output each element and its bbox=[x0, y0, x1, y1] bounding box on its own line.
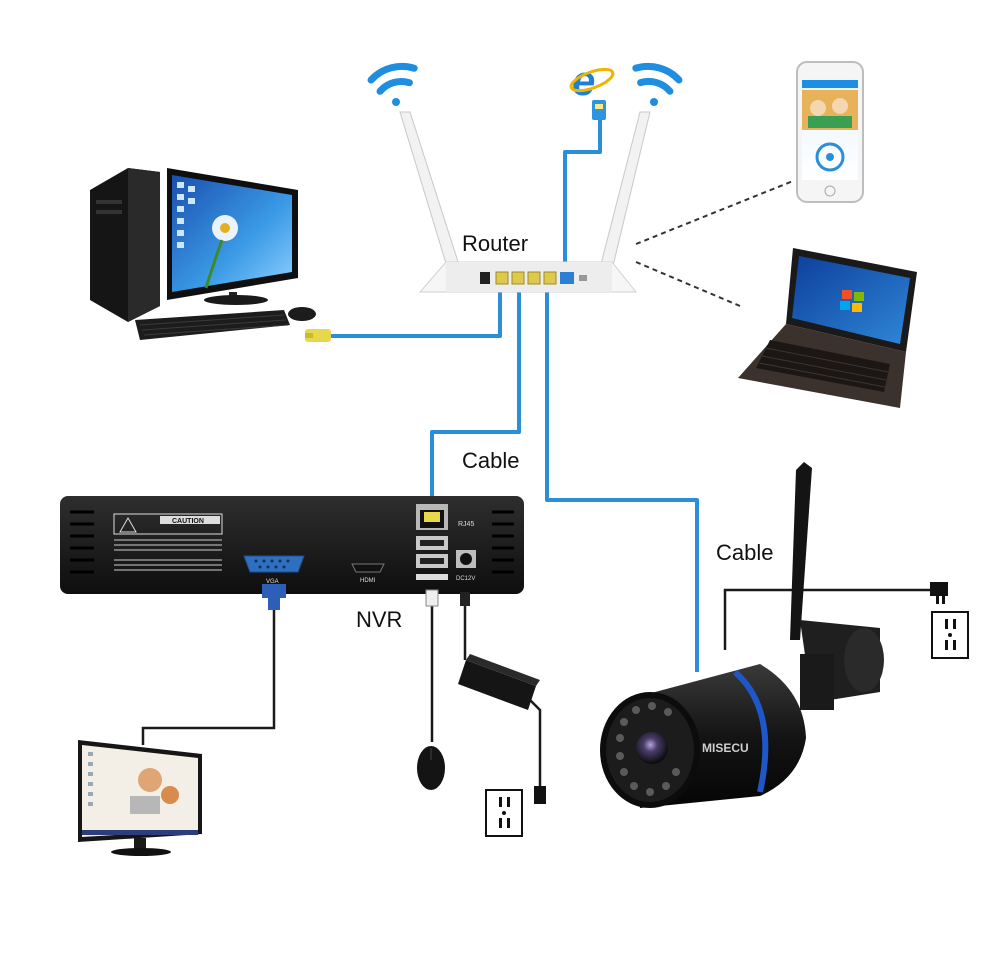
desktop-computer bbox=[90, 168, 331, 342]
cable-router-nvr bbox=[430, 290, 521, 512]
hdmi-port: HDMI bbox=[351, 563, 385, 584]
power-adapter bbox=[458, 654, 540, 710]
rj45-label: RJ45 bbox=[458, 521, 474, 528]
power-outlet-icon bbox=[485, 786, 546, 837]
router-antenna-left bbox=[399, 111, 461, 271]
usb-mouse bbox=[417, 589, 445, 790]
caution-title: CAUTION bbox=[172, 518, 204, 525]
nvr-label: NVR bbox=[356, 607, 403, 632]
hdmi-label: HDMI bbox=[360, 578, 376, 584]
caution-label: CAUTION bbox=[113, 513, 223, 571]
blue-network-cables bbox=[330, 120, 699, 672]
bullet-camera: MISECU bbox=[600, 462, 884, 808]
display-monitor bbox=[78, 740, 202, 856]
cable-pc-router bbox=[330, 290, 502, 338]
power-outlet-icon bbox=[930, 582, 969, 659]
vga-label: VGA bbox=[266, 579, 279, 585]
router-antenna-right bbox=[599, 111, 651, 271]
pc-mouse bbox=[288, 307, 316, 321]
dc12v-label: DC12V bbox=[456, 576, 475, 582]
vga-connector bbox=[262, 584, 286, 610]
wireless-links bbox=[635, 180, 794, 307]
laptop bbox=[738, 248, 917, 408]
ir-leds bbox=[616, 702, 680, 796]
daisy-wallpaper bbox=[204, 215, 238, 289]
cable-internet-router bbox=[563, 120, 602, 262]
wire-vga-monitor bbox=[141, 610, 276, 745]
camera-antenna bbox=[790, 462, 812, 640]
black-wires bbox=[141, 588, 930, 790]
ethernet-plug-icon bbox=[305, 329, 331, 342]
router-label: Router bbox=[462, 231, 529, 256]
cable-label-right: Cable bbox=[716, 540, 774, 565]
svg-text:e: e bbox=[572, 57, 595, 104]
wifi-icon bbox=[367, 62, 418, 106]
internet-explorer-icon: e bbox=[569, 57, 615, 104]
ethernet-plug-icon bbox=[592, 100, 606, 120]
usb-ports bbox=[416, 536, 448, 580]
dc-power-jack: DC12V bbox=[456, 550, 476, 582]
smartphone bbox=[796, 61, 864, 203]
cable-label-top: Cable bbox=[462, 448, 520, 473]
cable-router-camera bbox=[545, 290, 699, 672]
router bbox=[399, 111, 651, 293]
wire-camera-power bbox=[723, 588, 930, 650]
wifi-icon bbox=[632, 62, 683, 106]
camera-lens bbox=[636, 732, 668, 764]
windows-logo bbox=[840, 290, 864, 312]
camera-brand: MISECU bbox=[702, 741, 749, 755]
rj45-port: RJ45 bbox=[416, 504, 474, 530]
nvr-recorder: CAUTION VGA bbox=[60, 496, 524, 610]
vga-port: VGA bbox=[243, 555, 305, 585]
